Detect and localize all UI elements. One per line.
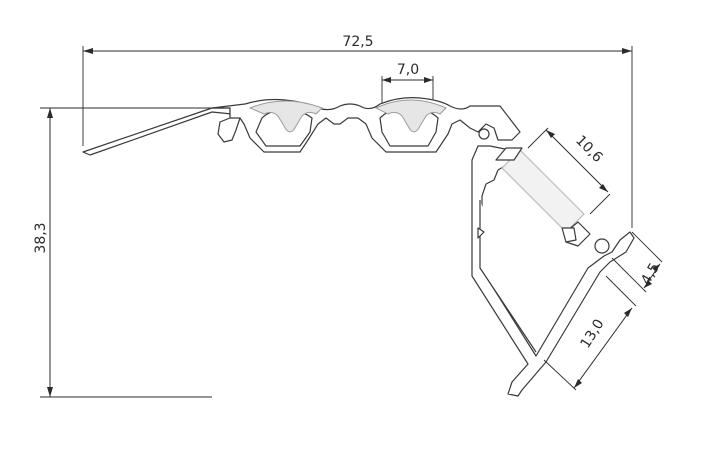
dimension-height: 38,3 xyxy=(33,107,212,398)
diffuser-left xyxy=(248,100,323,133)
dimension-total-width: 72,5 xyxy=(82,34,633,228)
diffuser-right xyxy=(374,99,447,133)
leg-label: 13,0 xyxy=(578,316,608,351)
dimension-strip-width: 10,6 xyxy=(527,127,611,215)
height-label: 38,3 xyxy=(33,222,49,253)
total-width-label: 72,5 xyxy=(342,34,373,50)
profile-hook xyxy=(478,128,490,140)
slot-width-label: 7,0 xyxy=(397,62,419,78)
led-strip xyxy=(495,147,610,254)
